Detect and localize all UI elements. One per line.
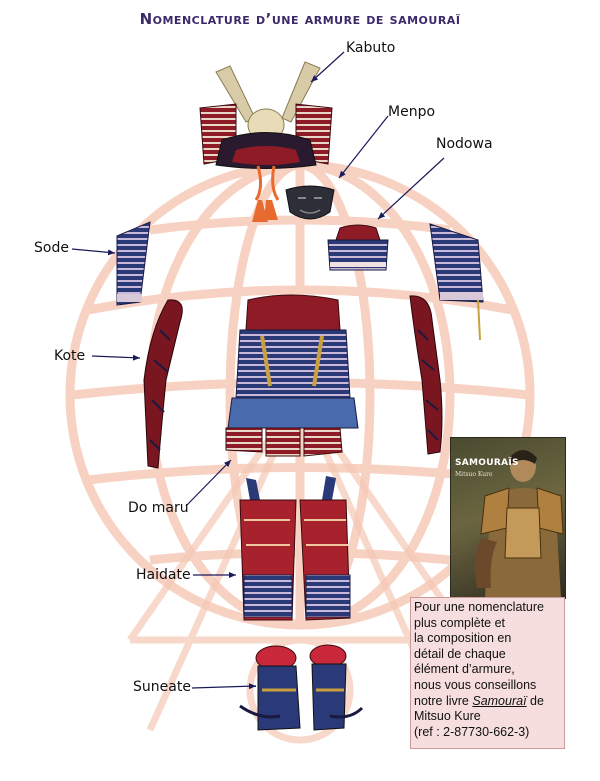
note-line: Pour une nomenclature <box>414 600 544 614</box>
note-line: Mitsuo Kure <box>414 709 481 724</box>
haidate-thigh-guard <box>239 476 351 621</box>
label-kote: Kote <box>54 348 86 364</box>
label-suneate: Suneate <box>133 679 191 695</box>
note-line: détail de chaque <box>414 646 506 661</box>
book-title-link: Samouraï <box>472 693 527 708</box>
do-maru-cuirass <box>225 294 359 457</box>
menpo-mask <box>285 185 335 220</box>
kote-left <box>143 299 183 469</box>
sode-left <box>116 221 151 306</box>
note-line: nous vous conseillons <box>414 677 537 692</box>
suneate-shin-guards <box>239 644 364 731</box>
page-title: Nomenclature d’une armure de samouraï <box>139 10 461 28</box>
label-haidate: Haidate <box>136 567 191 583</box>
note-line: (ref : 2-87730-662-3) <box>414 724 530 739</box>
label-sode: Sode <box>34 240 69 256</box>
book-cover-title: SAMOURAÏS <box>455 458 519 468</box>
note-line: la composition en <box>414 631 512 646</box>
callout-arrows <box>71 51 445 690</box>
note-line: élément d’armure, <box>414 662 515 677</box>
label-kabuto: Kabuto <box>346 40 396 56</box>
nodowa-throat-guard <box>327 224 389 271</box>
kote-right <box>409 295 443 455</box>
book-cover-author: Mitsuo Kure <box>455 471 493 478</box>
book-cover-image: SAMOURAÏS Mitsuo Kure <box>450 437 566 599</box>
samurai-portrait-icon <box>474 450 564 598</box>
note-line-book: notre livre Samouraï de <box>414 694 561 710</box>
sode-right <box>429 223 484 341</box>
note-text: notre livre <box>414 693 473 708</box>
kabuto-helmet <box>199 61 333 222</box>
note-text: de <box>526 693 544 708</box>
label-menpo: Menpo <box>388 104 436 120</box>
label-do-maru: Do maru <box>128 500 189 516</box>
label-nodowa: Nodowa <box>436 136 493 152</box>
book-recommendation-note: Pour une nomenclature plus complète et l… <box>410 597 565 749</box>
note-line: plus complète et <box>414 615 506 630</box>
